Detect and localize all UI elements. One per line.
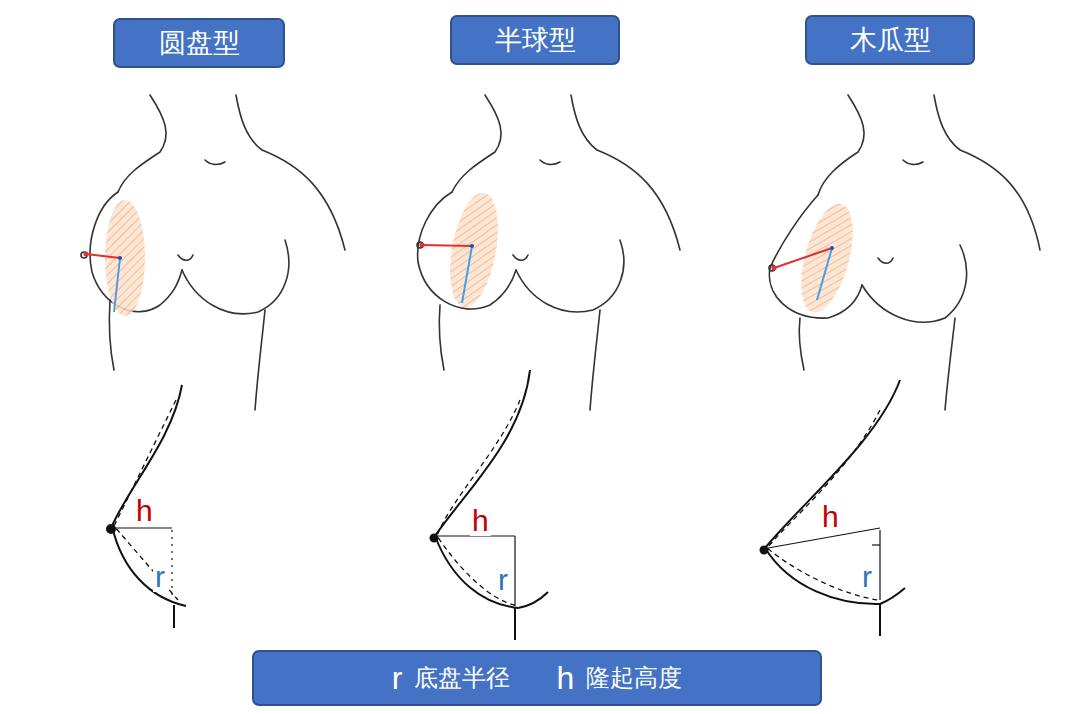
torso-drawing [81,95,345,410]
torso-drawing [417,95,680,410]
title-text: 圆盘型 [159,25,240,61]
dimension-label: r [496,565,510,595]
measure-lines [86,245,832,312]
symbol-text: h [556,660,574,697]
dimension-lines [115,528,880,606]
dimension-label: h [470,506,491,536]
dashed-profile [114,400,880,605]
dimension-label: r [860,562,874,592]
legend-box: r 底盘半径 h 隆起高度 [252,650,822,706]
title-text: 半球型 [495,22,576,58]
title-box: 圆盘型 [113,18,285,68]
dimension-label: r [153,562,167,592]
torso-drawing [769,95,1040,410]
title-box: 木瓜型 [805,15,975,65]
side-profile [107,370,905,640]
symbol-text: r [392,660,403,697]
dimension-label: h [134,496,155,526]
base-region [442,189,505,311]
base-region [105,200,145,316]
legend-text: 隆起高度 [586,662,682,694]
title-text: 木瓜型 [850,22,931,58]
dimension-label: h [820,502,841,532]
title-box: 半球型 [450,15,620,65]
legend-text: 底盘半径 [414,662,510,694]
